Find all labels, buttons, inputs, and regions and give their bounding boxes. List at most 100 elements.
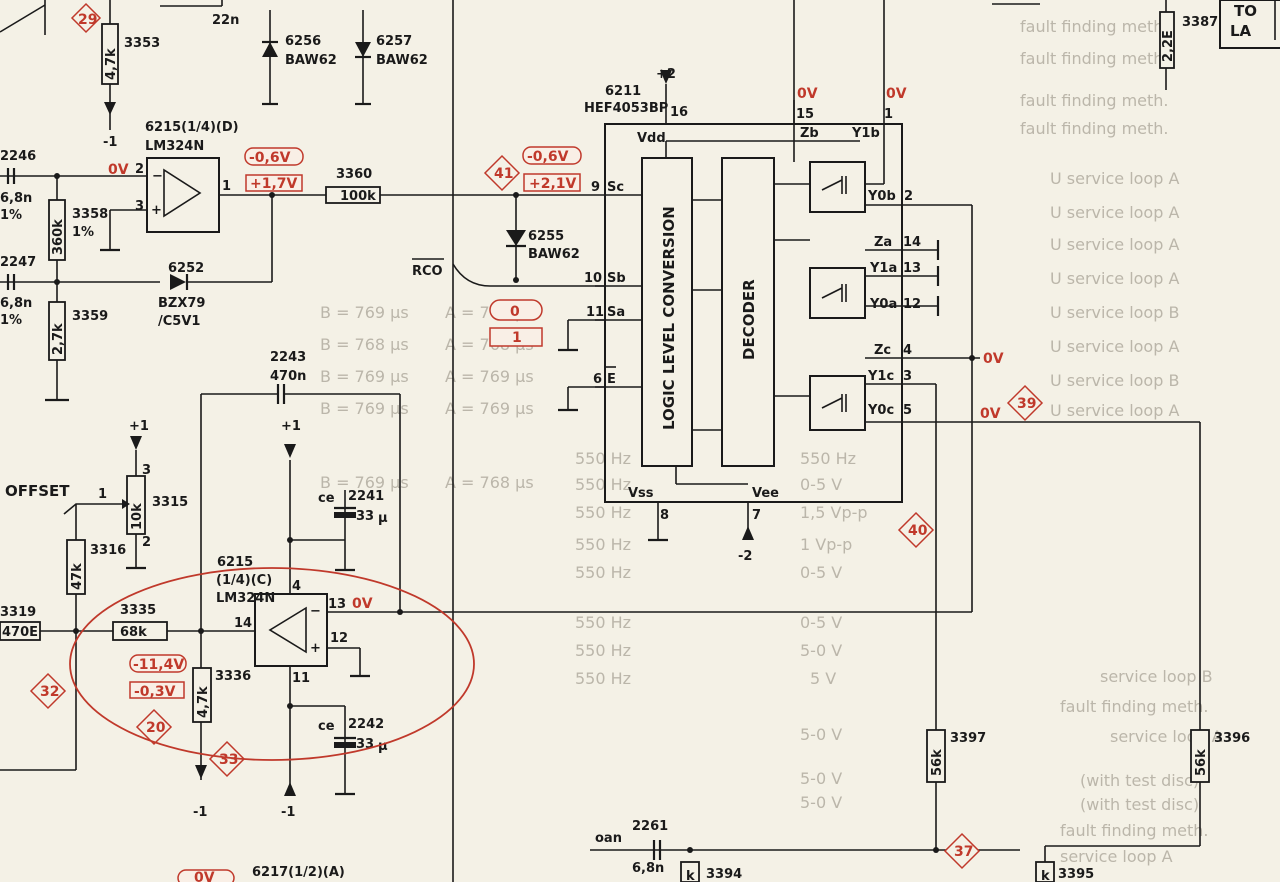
schematic-label: 2 (904, 189, 913, 204)
schematic-label: 3359 (72, 309, 108, 324)
d6257-type: BAW62 (376, 53, 428, 68)
schematic-label: +2,1V (529, 176, 577, 192)
schematic-label: 33 (219, 752, 238, 768)
marker-32 (29, 672, 67, 710)
bg-remark: service loop A (1060, 847, 1173, 866)
arrow-neg (104, 102, 116, 115)
bg-measure: 0-5 V (800, 563, 842, 582)
bg-measure: 1 Vp-p (800, 535, 852, 554)
schematic-label: Y1c (867, 369, 894, 384)
schematic-label: 47k (70, 563, 85, 590)
schematic-label: − (152, 169, 163, 184)
schematic-label: 100k (340, 189, 376, 204)
marker-33 (208, 740, 246, 778)
schematic-label: oan (595, 831, 622, 846)
diode-6252 (170, 274, 186, 290)
switch-c (809, 375, 866, 431)
diode-6256 (262, 42, 278, 57)
schematic-label: 3319 (0, 605, 36, 620)
schematic-label: 32 (40, 684, 59, 700)
schematic-label: ce (318, 719, 335, 734)
schematic-label: µ (378, 739, 388, 754)
logic-block (641, 157, 693, 467)
schematic-label: 2242 (348, 717, 384, 732)
bg-freq: 550 Hz (575, 669, 631, 688)
switch-b (809, 161, 866, 213)
schematic-label: Zc (874, 343, 891, 358)
schematic-label: 1% (0, 313, 22, 328)
decoder-block-label: DECODER (740, 279, 758, 360)
bg-timing: A = 769 µs (445, 399, 534, 418)
schematic-label: 11 (292, 671, 310, 686)
schematic-label: TO (1234, 2, 1257, 20)
diode-6257 (355, 42, 371, 57)
schematic-label: Sc (607, 180, 624, 195)
u6215c-box (254, 593, 328, 667)
schematic-label: 2241 (348, 489, 384, 504)
bg-timing: A = 769 µs (445, 367, 534, 386)
c22n-value: 22n (212, 13, 239, 28)
schematic-label: 2,2E (1161, 30, 1176, 62)
bg-measure: 0-5 V (800, 613, 842, 632)
schematic-label: (1/4)(C) (216, 573, 272, 588)
bg-measure: 5-0 V (800, 725, 842, 744)
schematic-label: 56k (930, 749, 945, 776)
schematic-label: -0,6V (527, 149, 569, 165)
bg-remark: service loop B (1100, 667, 1213, 686)
schematic-label: + (151, 203, 162, 218)
marker-37 (943, 832, 981, 870)
schematic-label: 4,7k (196, 686, 211, 718)
pin-1: 1 (222, 179, 231, 194)
schematic-label: 8 (660, 508, 669, 523)
schematic-label: 15 (796, 107, 814, 122)
bg-freq: 550 Hz (575, 613, 631, 632)
schematic-label: k (686, 869, 695, 882)
r3353-ref: 3353 (124, 36, 160, 51)
bg-freq: 550 Hz (575, 449, 631, 468)
resistor-3358 (48, 199, 66, 261)
schematic-label: + (310, 641, 321, 656)
schematic-label: 68k (120, 625, 147, 640)
marker-40 (897, 511, 935, 549)
schematic-label: 1 (98, 487, 107, 502)
schematic-label: -0,3V (134, 684, 176, 700)
bg-service-loop: U service loop B (1050, 371, 1179, 390)
ic-hef4053: 6211 HEF4053BP +2 16 Vdd Vss 8 Vee 7 -2 … (400, 0, 1201, 740)
schematic-label: Y0b (867, 189, 896, 204)
highlight-ellipse (69, 567, 475, 761)
schematic-label: 20 (146, 720, 166, 736)
schematic-label: 2243 (270, 350, 306, 365)
marker-39 (1006, 384, 1044, 422)
schematic-label: ce (318, 491, 335, 506)
schematic-label: 1 (884, 107, 893, 122)
ic-inputs: 41 -0,6V +2,1V 6255 BAW62 RCO 0 1 (412, 146, 605, 412)
diode-6255 (506, 230, 526, 246)
bg-freq: 550 Hz (575, 563, 631, 582)
schematic-label: k (1041, 869, 1050, 882)
schematic-label: Za (874, 235, 892, 250)
schematic-label: 0V (980, 406, 1001, 422)
schematic-label: µ (378, 511, 388, 526)
schematic-label: 3315 (152, 495, 188, 510)
schematic-label: 3397 (950, 731, 986, 746)
c2246-value: 6,8n (0, 191, 32, 206)
schematic-label: 37 (954, 844, 973, 860)
bg-service-loop: U service loop A (1050, 169, 1179, 188)
schematic-label: Y0c (867, 403, 894, 418)
schematic-label: -1 (193, 805, 207, 820)
schematic-label: 4 (903, 343, 912, 358)
schematic-label: 1% (72, 225, 94, 240)
schematic-label: 360k (51, 219, 66, 255)
schematic-label: 3396 (1214, 731, 1250, 746)
schematic-label: Vss (628, 486, 654, 501)
resistor-3359 (48, 301, 66, 361)
schematic-label: 2,7k (51, 323, 66, 355)
background-text: fault finding meth. fault finding meth. … (320, 17, 1223, 866)
schematic-label: − (310, 604, 321, 619)
top-left-area: 29 4,7k 3353 -1 22n 6256 BAW62 6257 BAW6… (0, 0, 428, 150)
schematic-label: 3394 (706, 867, 742, 882)
schematic-label: +1 (281, 419, 301, 434)
bg-measure: 5-0 V (800, 793, 842, 812)
schematic-label: 3336 (215, 669, 251, 684)
bg-measure: 1,5 Vp-p (800, 503, 868, 522)
